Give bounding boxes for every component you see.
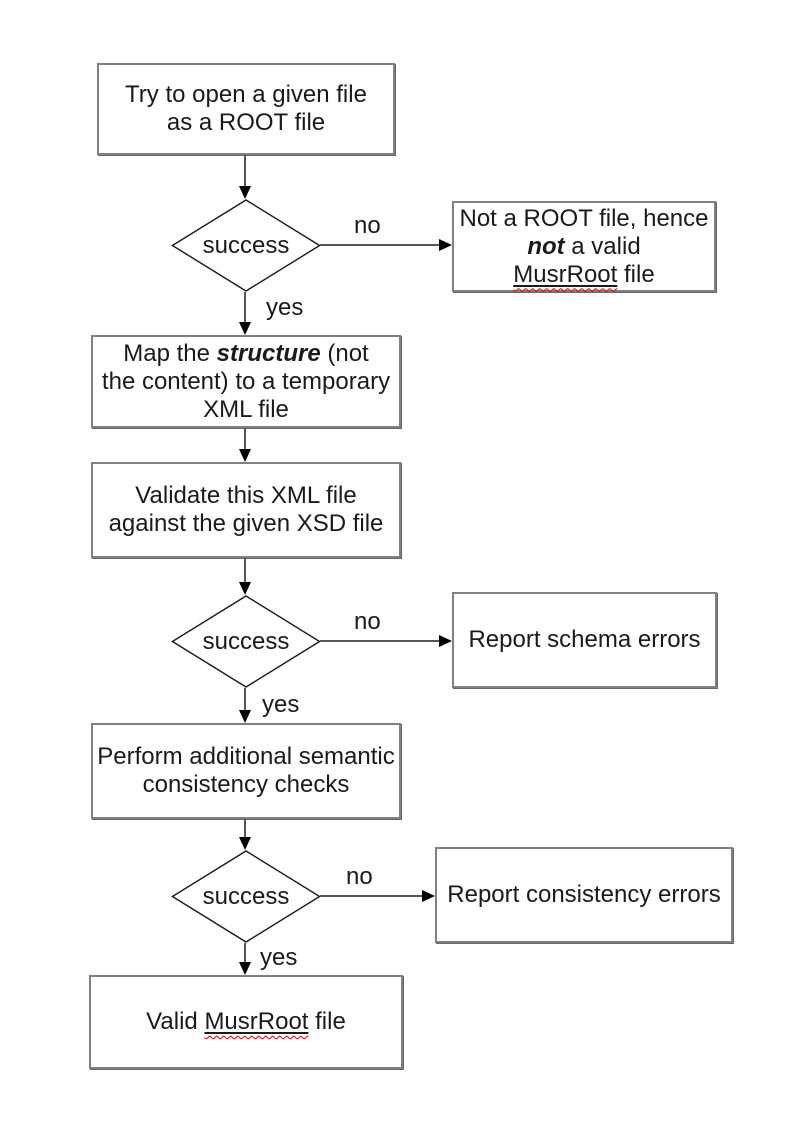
connector-decision2-no [320,640,440,642]
process-validate-xml-xsd: Validate this XML file against the given… [91,462,401,558]
process-map-structure-xml: Map the structure (not the content) to a… [91,335,401,428]
process-text-part: (not [320,339,369,367]
result-report-consistency-errors: Report consistency errors [435,847,733,943]
connector-decision2-yes [244,688,246,711]
result-text-part: file [308,1008,346,1035]
musrroot-word: MusrRoot [204,1008,309,1035]
arrowhead-down-icon [239,582,251,595]
connector-validate-to-decision2 [244,558,246,583]
decision-label: success [202,627,290,655]
arrowhead-right-icon [439,239,452,251]
process-text-line: against the given XSD file [108,510,384,537]
process-text-line: Try to open a given file [125,81,367,108]
connector-open-to-decision1 [244,155,246,187]
connector-checks-to-decision3 [244,819,246,838]
process-text-line: Perform additional semantic [97,743,395,770]
result-text-line: not a valid [527,233,640,261]
edge-label-no-1: no [354,212,381,239]
emphasis-not: not [527,232,565,260]
process-text-line: Map the structure (not [123,340,368,368]
arrowhead-down-icon [239,322,251,335]
arrowhead-down-icon [239,962,251,975]
arrowhead-down-icon [239,186,251,199]
decision-success-1: success [171,199,321,292]
process-text-line: Validate this XML file [135,482,357,509]
process-text-line: the content) to a temporary [101,367,391,395]
connector-decision3-no [320,895,423,897]
spellcheck-wrap: MusrRoot [204,1008,308,1035]
result-not-root-file: Not a ROOT file, hence not a valid MusrR… [452,201,716,292]
result-text-line: Report consistency errors [447,881,721,908]
arrowhead-right-icon [422,890,435,902]
emphasis-structure: structure [216,339,321,367]
diamond-shape [171,595,321,688]
result-text-line: Report schema errors [468,626,701,653]
result-text-line: Not a ROOT file, hence [459,204,709,232]
diamond-shape [171,199,321,292]
process-text-line: XML file [203,395,289,423]
process-semantic-consistency-checks: Perform additional semantic consistency … [91,723,401,819]
edge-label-no-2: no [354,608,381,635]
connector-decision1-no [320,244,440,246]
result-text-line: MusrRoot file [513,261,654,289]
arrowhead-down-icon [239,449,251,462]
decision-success-3: success [171,850,321,943]
connector-map-to-validate [244,428,246,450]
edge-label-yes-3: yes [260,944,298,971]
decision-success-2: success [171,595,321,688]
decision-label: success [202,231,290,259]
edge-label-no-3: no [346,863,373,890]
process-try-open-root-file: Try to open a given file as a ROOT file [97,63,395,155]
result-valid-musrroot-file: Valid MusrRoot file [89,975,403,1069]
result-text-part: a valid [564,232,641,260]
musrroot-word: MusrRoot [513,260,618,288]
process-text-line: as a ROOT file [166,109,326,136]
arrowhead-down-icon [239,710,251,723]
arrowhead-right-icon [439,635,452,647]
result-text-line: Valid MusrRoot file [146,1008,346,1036]
connector-decision3-yes [244,943,246,963]
edge-label-yes-2: yes [262,691,300,718]
spellcheck-wrap: MusrRoot [513,261,617,288]
process-text-line: consistency checks [142,771,350,798]
process-text-part: Map the [123,339,217,367]
arrowhead-down-icon [239,837,251,850]
decision-label: success [202,882,290,910]
result-report-schema-errors: Report schema errors [452,592,717,688]
result-text-part: Valid [146,1008,205,1035]
result-text-part: file [617,260,655,288]
edge-label-yes-1: yes [266,294,304,321]
diamond-shape [171,850,321,943]
connector-decision1-yes [244,292,246,323]
